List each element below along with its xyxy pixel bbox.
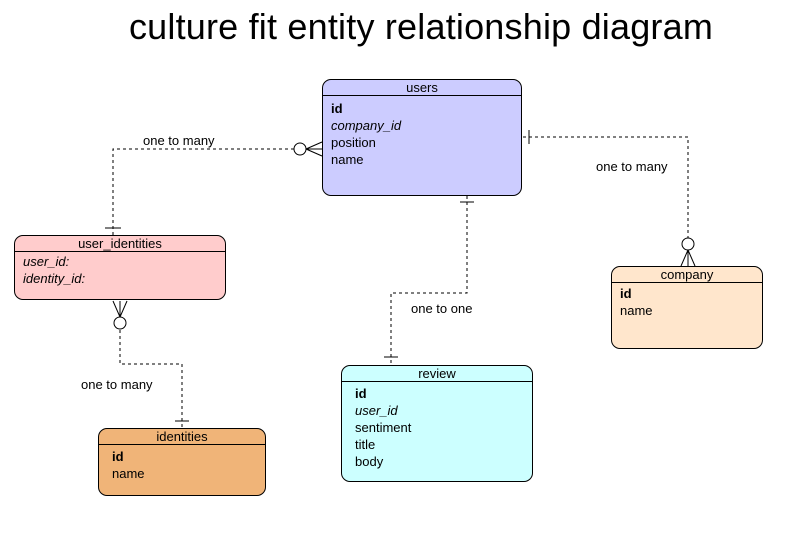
entity-review-header: review [342,366,532,382]
entity-users-header: users [323,80,521,96]
field-identities-id: id [112,449,124,464]
entity-review-fields: id user_id sentiment title body [342,382,532,470]
relationship-label-company-users: one to many [595,159,669,174]
field-company-id: id [620,286,632,301]
field-users-position: position [331,135,376,150]
field-users-company-id: company_id [331,118,402,133]
crowfoot-zero-many-company [680,237,696,267]
field-user-identities-user-id: user_id: [23,254,70,269]
crowfoot-zero-many-user-identities [112,300,128,330]
field-review-id: id [355,386,367,401]
field-review-sentiment: sentiment [355,420,412,435]
field-users-id: id [331,101,343,116]
crowfoot-zero-many-users [293,141,323,157]
field-identities-name: name [112,466,145,481]
entity-review[interactable]: review id user_id sentiment title body [341,365,533,482]
entity-identities[interactable]: identities id name [98,428,266,496]
field-review-body: body [355,454,384,469]
entity-user-identities-header: user_identities [15,236,225,252]
diagram-title: culture fit entity relationship diagram [128,6,714,47]
entity-user-identities[interactable]: user_identities user_id: identity_id: [14,235,226,300]
entity-users[interactable]: users id company_id position name [322,79,522,196]
entity-user-identities-fields: user_id: identity_id: [15,252,225,287]
edge-users-company [523,136,689,238]
entity-company-fields: id name [612,283,762,319]
entity-company-header: company [612,267,762,283]
entity-company[interactable]: company id name [611,266,763,349]
edge-user-identities-identities [119,330,183,428]
field-user-identities-identity-id: identity_id: [23,271,86,286]
entity-users-fields: id company_id position name [323,96,521,168]
field-review-title: title [355,437,376,452]
field-review-user-id: user_id [355,403,398,418]
relationship-label-users-user-identities: one to many [142,133,216,148]
relationship-label-users-review: one to one [410,301,474,316]
entity-identities-header: identities [99,429,265,445]
relationship-label-identities-user-identities: one to many [80,377,154,392]
edge-users-review [390,196,468,366]
field-users-name: name [331,152,364,167]
field-company-name: name [620,303,653,318]
entity-identities-fields: id name [99,445,265,482]
edge-users-user-identities [112,148,300,236]
